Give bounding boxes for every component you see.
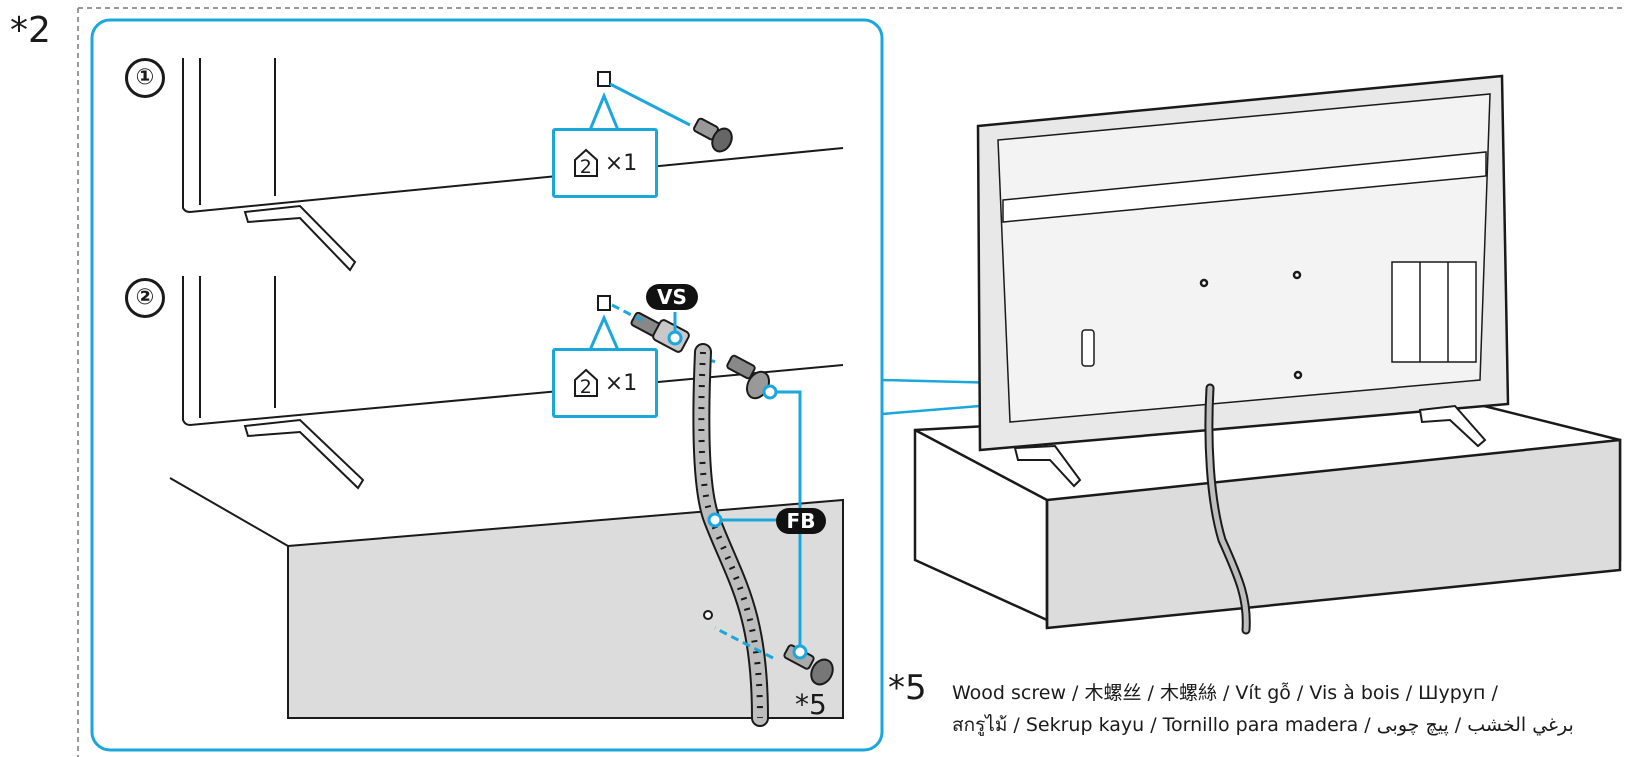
figure-ref-label: *2	[10, 10, 51, 51]
rear-tv	[913, 74, 1622, 630]
fb-label: FB	[776, 508, 826, 534]
legend-text: Wood screw / 木螺丝 / 木螺絲 / Vít gỗ / Vis à …	[952, 677, 1592, 741]
step-1-number: ①	[125, 58, 165, 98]
wall-bracket-icon: 2	[573, 368, 599, 398]
wall-bracket-icon: 2	[573, 148, 599, 178]
wood-screw-ref: *5	[795, 688, 827, 721]
vs-label: VS	[646, 284, 698, 310]
wall-hole	[703, 610, 713, 620]
step2-quantity: ×1	[604, 370, 638, 396]
step1-screw	[693, 117, 733, 153]
step2-callout: 2 ×1	[552, 348, 658, 418]
bracket-number: 2	[579, 376, 592, 398]
legend-line-1: Wood screw / 木螺丝 / 木螺絲 / Vít gỗ / Vis à …	[952, 682, 1498, 704]
step-2-number: ②	[125, 278, 165, 318]
legend-line-2: สกรูไม้ / Sekrup kayu / Tornillo para ma…	[952, 714, 1574, 736]
step2-hole	[597, 295, 611, 311]
step2-arrow-vs	[611, 303, 646, 324]
bracket-number: 2	[579, 156, 592, 178]
wood-screw-arrow	[714, 626, 774, 660]
legend-marker: *5	[888, 668, 927, 708]
step2-furniture	[169, 477, 844, 719]
step1-tv	[182, 58, 844, 272]
step1-hole	[597, 71, 611, 87]
step1-arrow	[609, 82, 691, 127]
step2-tv	[182, 276, 844, 490]
step1-quantity: ×1	[604, 150, 638, 176]
step1-callout: 2 ×1	[552, 128, 658, 198]
leader-lines	[667, 312, 808, 660]
